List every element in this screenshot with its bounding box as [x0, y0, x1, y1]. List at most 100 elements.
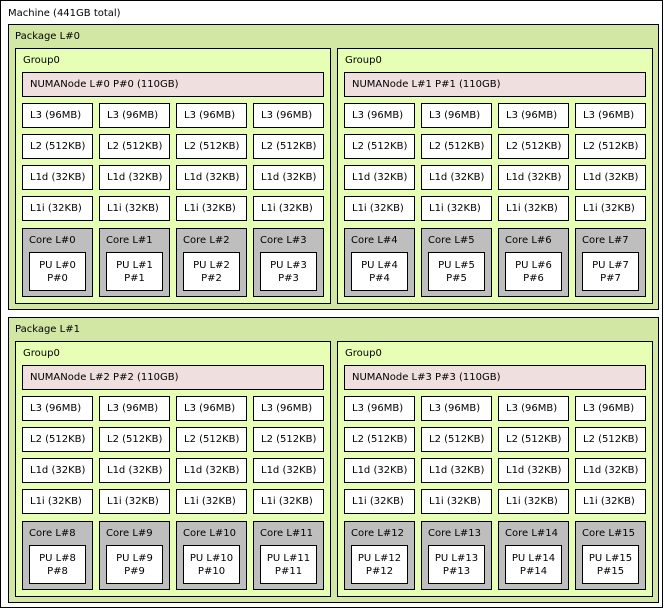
group-title: Group0: [23, 55, 60, 66]
l1i-cache: L1i (32KB): [253, 196, 324, 221]
pu-box: PU L#8 P#8: [29, 545, 86, 584]
l1d-cache: L1d (32KB): [575, 458, 646, 483]
l1d-cache: L1d (32KB): [421, 458, 492, 483]
l1i-cache: L1i (32KB): [99, 196, 170, 221]
pu-box: PU L#6 P#6: [505, 252, 562, 291]
core-label: Core L#15: [582, 528, 635, 539]
pu-physical-index: P#9: [124, 566, 145, 577]
pu-box: PU L#13 P#13: [428, 545, 485, 584]
pu-physical-index: P#2: [201, 273, 222, 284]
l1d-cache: L1d (32KB): [176, 458, 247, 483]
machine-title: Machine (441GB total): [8, 8, 121, 19]
l1i-cache: L1i (32KB): [344, 489, 415, 514]
core: Core L#1 PU L#1 P#1: [99, 228, 170, 297]
l1d-cache: L1d (32KB): [421, 165, 492, 190]
core: Core L#7 PU L#7 P#7: [575, 228, 646, 297]
pu-box: PU L#10 P#10: [183, 545, 240, 584]
l1d-cache: L1d (32KB): [498, 458, 569, 483]
core-label: Core L#2: [183, 235, 230, 246]
core: Core L#14 PU L#14 P#14: [498, 521, 569, 590]
core-label: Core L#1: [106, 235, 153, 246]
l1d-cache: L1d (32KB): [498, 165, 569, 190]
pu-box: PU L#5 P#5: [428, 252, 485, 291]
core: Core L#11 PU L#11 P#11: [253, 521, 324, 590]
l2-cache: L2 (512KB): [421, 134, 492, 159]
pu-box: PU L#14 P#14: [505, 545, 562, 584]
group-title: Group0: [345, 55, 382, 66]
core-label: Core L#6: [505, 235, 552, 246]
package-title: Package L#1: [15, 324, 80, 335]
core-label: Core L#7: [582, 235, 629, 246]
l1i-cache: L1i (32KB): [253, 489, 324, 514]
pu-label: PU L#1: [116, 260, 153, 271]
core: Core L#0 PU L#0 P#0: [22, 228, 93, 297]
l1d-cache: L1d (32KB): [344, 458, 415, 483]
pu-physical-index: P#13: [442, 566, 471, 577]
core: Core L#2 PU L#2 P#2: [176, 228, 247, 297]
pu-label: PU L#8: [39, 553, 76, 564]
pu-label: PU L#15: [588, 553, 633, 564]
core: Core L#4 PU L#4 P#4: [344, 228, 415, 297]
l1i-cache: L1i (32KB): [176, 196, 247, 221]
core-label: Core L#3: [260, 235, 307, 246]
l3-cache: L3 (96MB): [22, 396, 93, 421]
core: Core L#3 PU L#3 P#3: [253, 228, 324, 297]
pu-box: PU L#12 P#12: [351, 545, 408, 584]
l3-cache: L3 (96MB): [344, 103, 415, 128]
l2-cache: L2 (512KB): [176, 427, 247, 452]
core-label: Core L#13: [428, 528, 481, 539]
l2-cache: L2 (512KB): [575, 134, 646, 159]
l1d-cache: L1d (32KB): [22, 165, 93, 190]
l3-cache: L3 (96MB): [498, 103, 569, 128]
l1i-cache: L1i (32KB): [22, 196, 93, 221]
pu-label: PU L#7: [592, 260, 629, 271]
core: Core L#15 PU L#15 P#15: [575, 521, 646, 590]
numa-node: NUMANode L#0 P#0 (110GB): [22, 72, 324, 97]
pu-physical-index: P#8: [47, 566, 68, 577]
l2-cache: L2 (512KB): [22, 134, 93, 159]
numa-node: NUMANode L#1 P#1 (110GB): [344, 72, 646, 97]
l1i-cache: L1i (32KB): [575, 196, 646, 221]
core: Core L#6 PU L#6 P#6: [498, 228, 569, 297]
l1i-cache: L1i (32KB): [176, 489, 247, 514]
core: Core L#10 PU L#10 P#10: [176, 521, 247, 590]
pu-label: PU L#9: [116, 553, 153, 564]
pu-physical-index: P#11: [274, 566, 303, 577]
l2-cache: L2 (512KB): [498, 134, 569, 159]
pu-box: PU L#1 P#1: [106, 252, 163, 291]
l1d-cache: L1d (32KB): [253, 458, 324, 483]
l3-cache: L3 (96MB): [498, 396, 569, 421]
core: Core L#5 PU L#5 P#5: [421, 228, 492, 297]
pu-physical-index: P#0: [47, 273, 68, 284]
l2-cache: L2 (512KB): [99, 134, 170, 159]
pu-physical-index: P#10: [197, 566, 226, 577]
group-title: Group0: [23, 348, 60, 359]
package-1: Package L#1 Group0 NUMANode L#2 P#2 (110…: [8, 317, 659, 603]
core: Core L#13 PU L#13 P#13: [421, 521, 492, 590]
pu-box: PU L#0 P#0: [29, 252, 86, 291]
pu-box: PU L#15 P#15: [582, 545, 639, 584]
pu-label: PU L#14: [511, 553, 556, 564]
pu-physical-index: P#14: [519, 566, 548, 577]
l3-cache: L3 (96MB): [344, 396, 415, 421]
l1i-cache: L1i (32KB): [421, 196, 492, 221]
core-label: Core L#0: [29, 235, 76, 246]
pu-physical-index: P#4: [369, 273, 390, 284]
l3-cache: L3 (96MB): [253, 396, 324, 421]
pu-box: PU L#9 P#9: [106, 545, 163, 584]
package-title: Package L#0: [15, 31, 80, 42]
core-label: Core L#10: [183, 528, 236, 539]
l3-cache: L3 (96MB): [575, 103, 646, 128]
l1i-cache: L1i (32KB): [498, 196, 569, 221]
core-label: Core L#11: [260, 528, 313, 539]
l3-cache: L3 (96MB): [421, 396, 492, 421]
pu-physical-index: P#7: [600, 273, 621, 284]
pu-label: PU L#5: [438, 260, 475, 271]
pu-label: PU L#0: [39, 260, 76, 271]
group-1-0: Group0 NUMANode L#2 P#2 (110GB) L3 (96MB…: [15, 341, 331, 597]
core: Core L#9 PU L#9 P#9: [99, 521, 170, 590]
l3-cache: L3 (96MB): [99, 396, 170, 421]
pu-label: PU L#10: [189, 553, 234, 564]
l1i-cache: L1i (32KB): [498, 489, 569, 514]
